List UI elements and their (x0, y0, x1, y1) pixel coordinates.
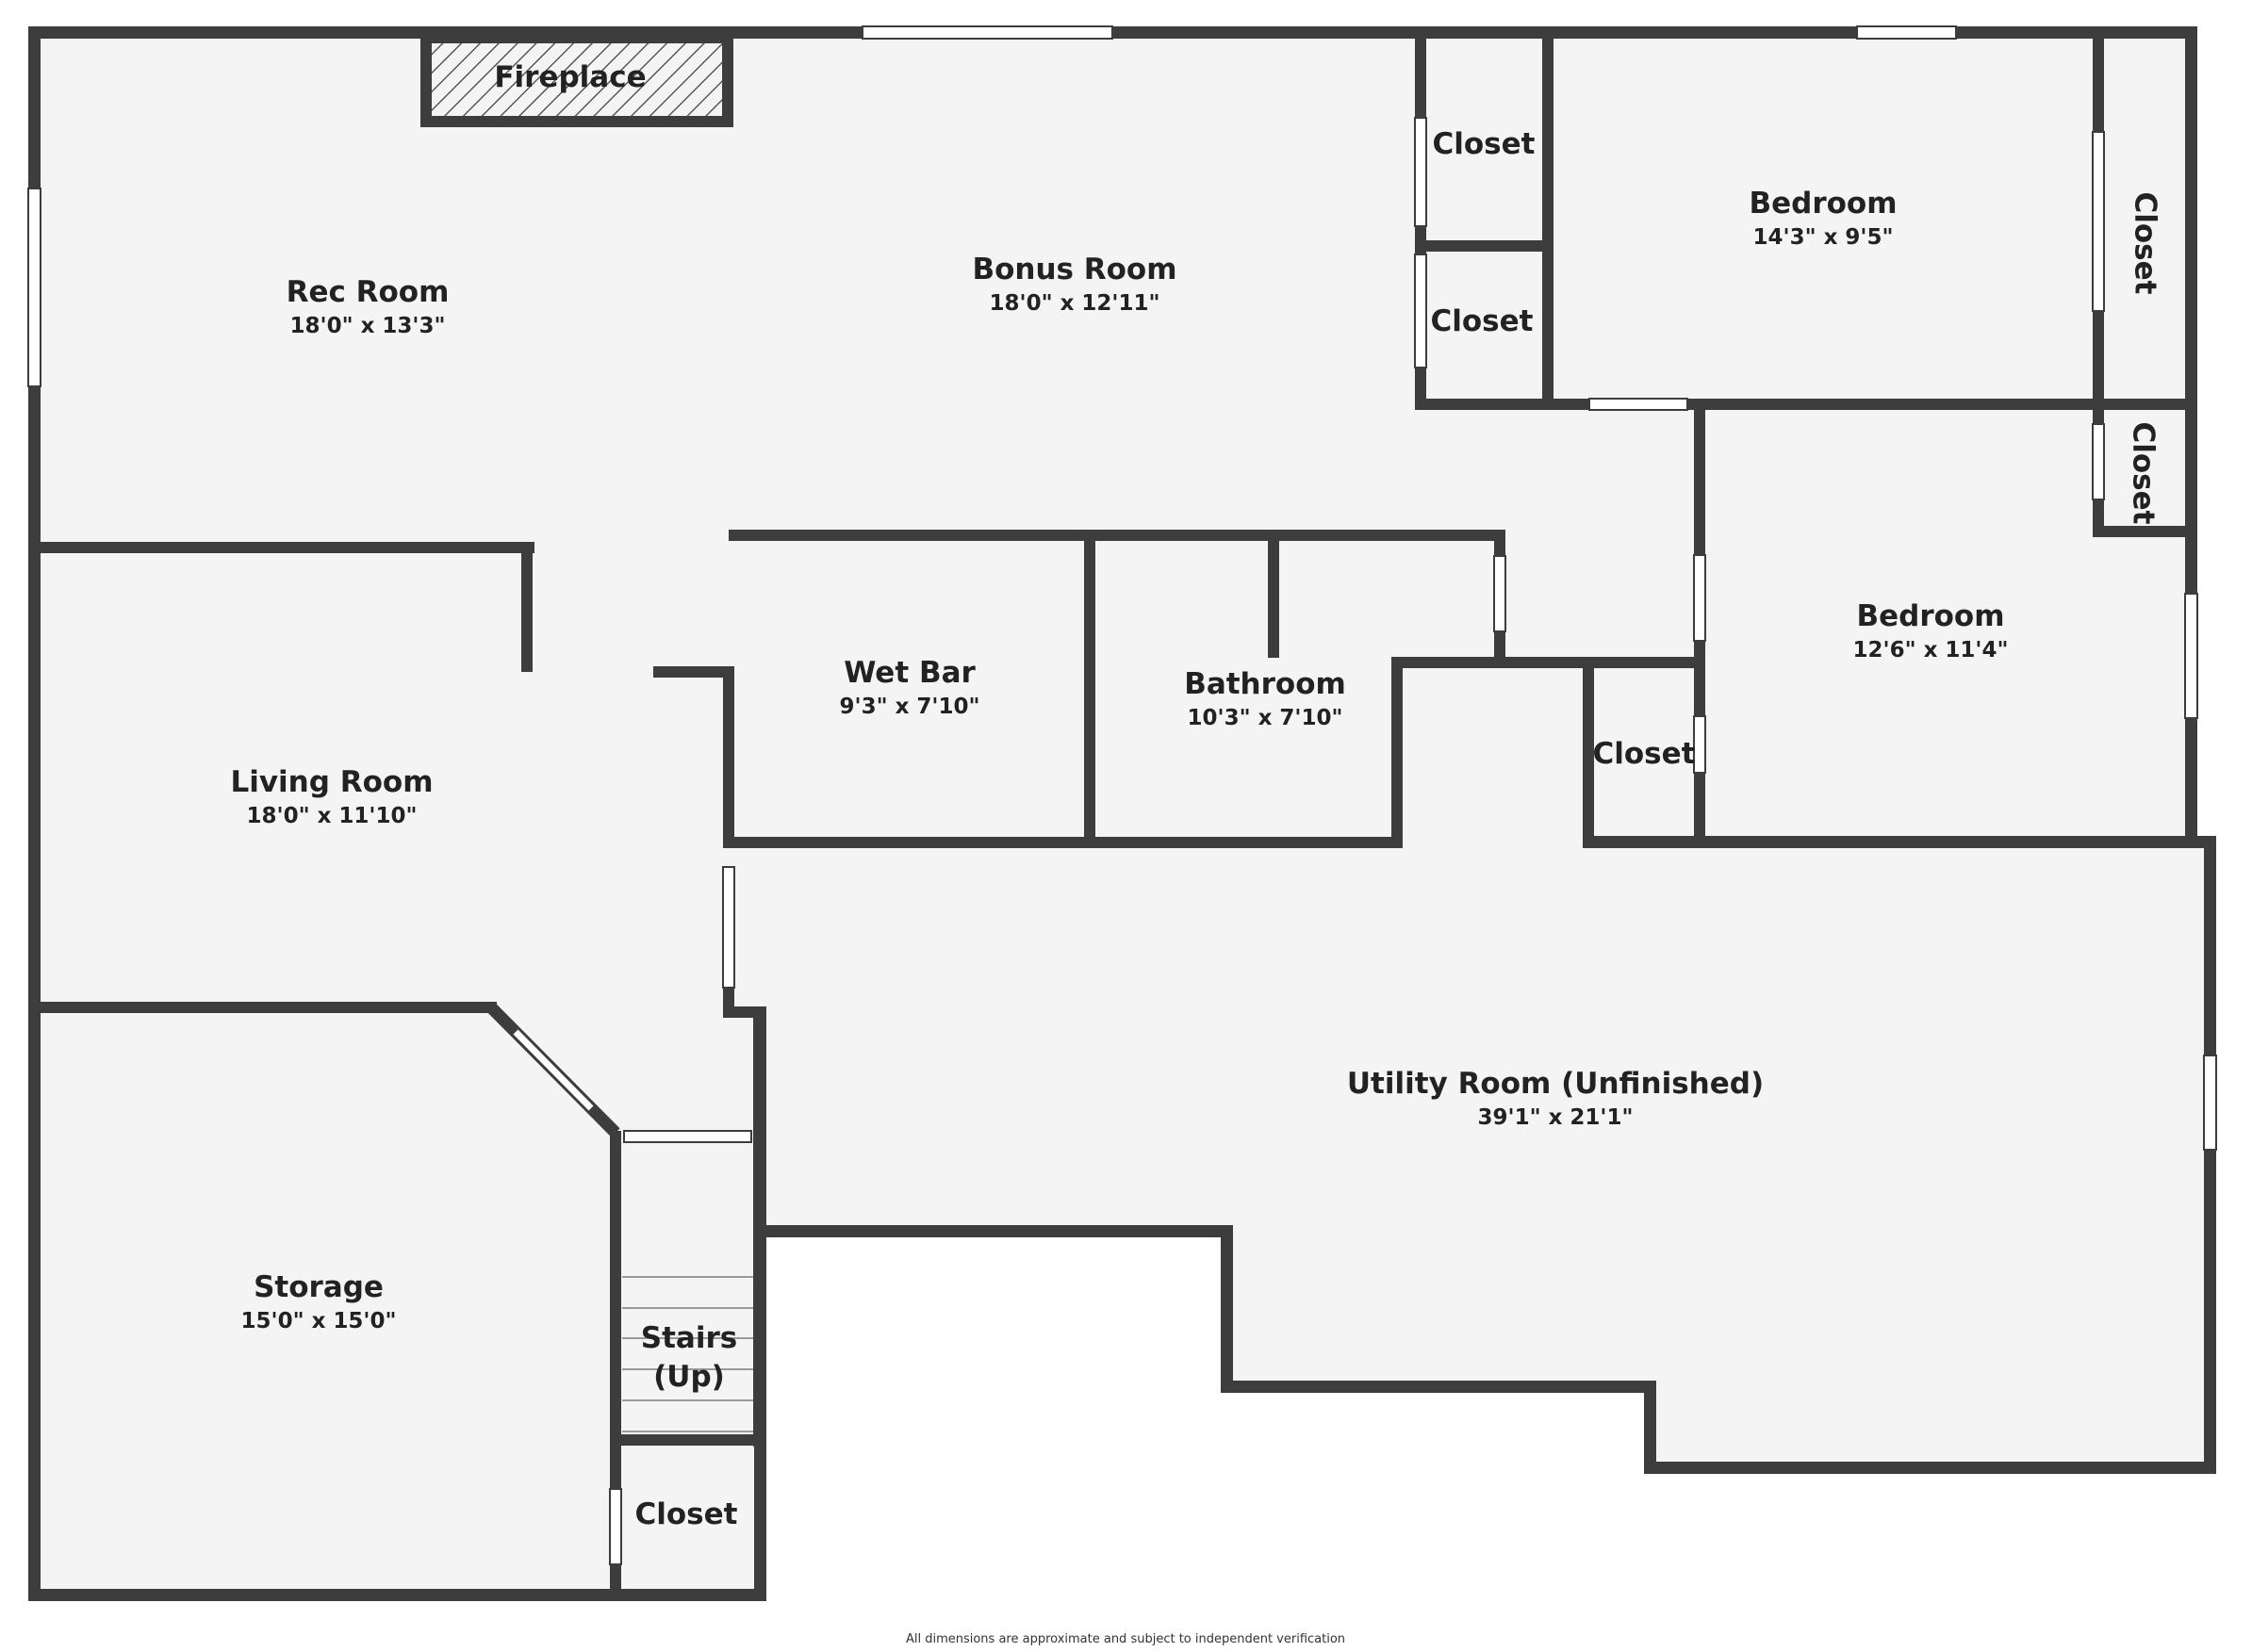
door-closet-top-2 (1414, 254, 1427, 368)
wall-wetbar-bottom (723, 837, 1403, 848)
wall-closets-bottom (1415, 399, 1589, 410)
door-bedroom1 (1588, 398, 1688, 411)
wall-bathroom-stub (1268, 535, 1279, 658)
wall-bathroom-notch-top (1391, 657, 1705, 668)
bedroom-2-dims: 12'6" x 11'4" (1853, 638, 2009, 662)
wall-bedroom2-bottom (1694, 837, 2196, 848)
disclaimer-footnote: All dimensions are approximate and subje… (906, 1632, 1345, 1646)
door-stairs-top (623, 1130, 752, 1143)
wall-closets-bedroom (1542, 38, 1553, 410)
door-closet-mid (1693, 715, 1706, 774)
closet-top-2-label: Closet (1431, 304, 1534, 338)
bonus-room-dims: 18'0" x 12'11" (990, 291, 1160, 316)
bedroom-1-dims: 14'3" x 9'5" (1753, 225, 1894, 250)
storage-dims: 15'0" x 15'0" (241, 1309, 397, 1333)
utility-room-name: Utility Room (Unfinished) (1347, 1067, 1764, 1101)
wall-bedroom1-closet-upper (2093, 38, 2104, 132)
living-room-name: Living Room (230, 765, 433, 799)
door-bedroom2 (1693, 554, 1706, 642)
wet-bar-dims: 9'3" x 7'10" (840, 695, 980, 719)
wall-bedroom2-left-bottom (1694, 773, 1705, 848)
exterior-wall-bottom (28, 1589, 766, 1601)
wall-stairs-closet (616, 1434, 764, 1446)
bonus-room-name: Bonus Room (972, 253, 1176, 286)
wall-wetbar-left (723, 666, 734, 841)
wall-wetbar-bathroom (1084, 535, 1095, 848)
closet-bedroom-2-label: Closet (2127, 422, 2161, 525)
exterior-wall-step-horizontal (1221, 1381, 1656, 1393)
window-storage-diagonal (513, 1029, 594, 1111)
wall-bedroom1-bottom (1687, 399, 2196, 410)
wall-stair-landing-top (723, 1006, 764, 1018)
fireplace-label: Fireplace (494, 60, 646, 94)
floor-area (31, 38, 2212, 1595)
utility-room-dims: 39'1" x 21'1" (1478, 1105, 1634, 1130)
rec-room-name: Rec Room (287, 275, 450, 309)
closet-top-1-label: Closet (1433, 127, 1536, 161)
wall-living-stub (521, 542, 533, 672)
bathroom-name: Bathroom (1184, 667, 1346, 701)
exterior-wall-right-upper (2185, 26, 2197, 847)
bathroom-dims: 10'3" x 7'10" (1188, 706, 1343, 730)
window-top-bonus (862, 25, 1113, 40)
wall-closet-bed2-bottom (2093, 526, 2196, 537)
exterior-wall-step-vertical-1 (1644, 1381, 1656, 1474)
bedroom-1-name: Bedroom (1749, 187, 1897, 221)
wall-bathroom-right-upper (1494, 530, 1505, 556)
stair-treads (622, 1276, 753, 1432)
wall-storage-stairs (610, 1131, 621, 1593)
stairs-direction-label: (Up) (653, 1360, 725, 1394)
window-top-bedroom (1856, 25, 1957, 40)
bedroom-2-name: Bedroom (1856, 599, 2004, 633)
door-bathroom (1493, 555, 1506, 632)
closet-mid-label: Closet (1593, 737, 1696, 771)
wall-bathroom-right-lower (1494, 631, 1505, 660)
wall-rec-living (28, 542, 534, 553)
wall-wetbar-top (729, 530, 1500, 541)
window-left-rec (27, 188, 41, 387)
door-stairs-closet (609, 1488, 622, 1565)
wall-closet-mid-bottom (1583, 837, 1705, 848)
rec-room-dims: 18'0" x 13'3" (290, 314, 446, 338)
wall-closet-mid-left (1583, 657, 1594, 848)
wall-closets-left (1415, 38, 1426, 118)
wall-closets-divider (1421, 240, 1548, 252)
exterior-wall-utility-right (2204, 836, 2216, 1474)
wall-stub-wetbar (653, 666, 729, 678)
wall-bathroom-notch (1391, 657, 1403, 848)
wall-bedroom2-left-upper (1694, 404, 1705, 555)
wall-living-storage (28, 1002, 497, 1013)
window-right-utility (2203, 1055, 2217, 1151)
closet-bedroom-1-label: Closet (2129, 192, 2162, 295)
exterior-wall-left (28, 26, 41, 1601)
door-closet-bed2 (2092, 423, 2105, 500)
closet-stairs-label: Closet (635, 1497, 738, 1531)
wall-bedroom2-left-lower (1694, 641, 1705, 716)
window-right-bedroom2 (2184, 593, 2198, 719)
storage-name: Storage (254, 1270, 384, 1304)
door-bedroom1-closet (2092, 131, 2105, 312)
door-living-utility (722, 866, 735, 989)
stairs-label: Stairs (641, 1321, 737, 1355)
wet-bar-name: Wet Bar (844, 656, 976, 690)
wall-stairs-right (753, 1006, 764, 1447)
door-closet-top-1 (1414, 117, 1427, 227)
exterior-wall-step-vertical-2 (1221, 1225, 1233, 1393)
living-room-dims: 18'0" x 11'10" (247, 804, 418, 828)
exterior-wall-utility-bottom (1644, 1462, 2216, 1474)
exterior-wall-notch-top (754, 1225, 1233, 1237)
